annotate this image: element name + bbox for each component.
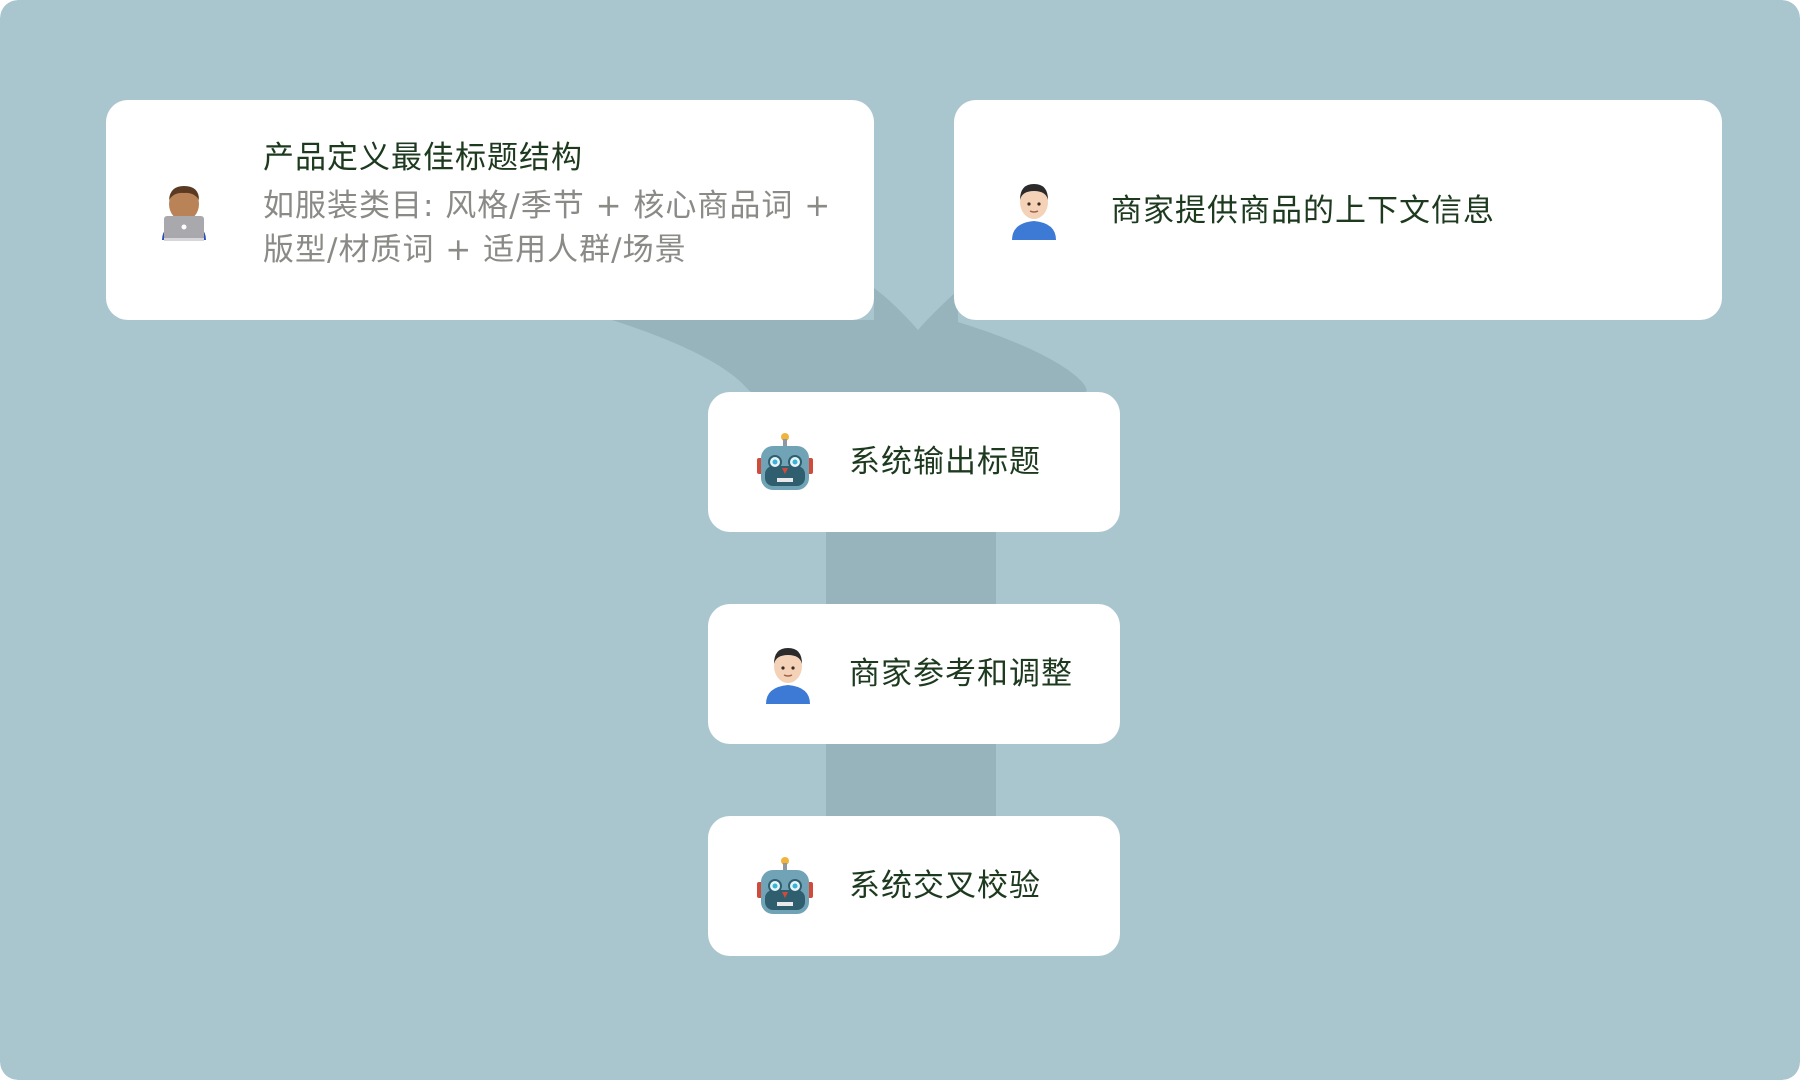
merchant-context-text: 商家提供商品的上下文信息: [1111, 191, 1495, 231]
card-product-definition: 产品定义最佳标题结构 如服装类目: 风格/季节 + 核心商品词 + 版型/材质词…: [106, 100, 874, 320]
card-title: 系统交叉校验: [849, 868, 1041, 904]
card-subtitle: 如服装类目: 风格/季节 + 核心商品词 + 版型/材质词 + 适用人群/场景: [263, 188, 832, 268]
robot-icon: [757, 857, 813, 914]
card-system-verify: 系统交叉校验: [708, 816, 1120, 956]
merchant-adjust-text: 商家参考和调整: [849, 654, 1073, 694]
card-title: 商家提供商品的上下文信息: [1111, 193, 1495, 229]
funnel-connector: [612, 288, 1087, 392]
card-merchant-context: 商家提供商品的上下文信息: [954, 100, 1722, 320]
card-merchant-adjust: 商家参考和调整: [708, 604, 1120, 744]
man-technologist-icon: [162, 186, 206, 241]
card-title: 系统输出标题: [849, 444, 1041, 480]
card-title: 商家参考和调整: [849, 656, 1073, 692]
connector-adjust-to-verify: [826, 744, 996, 816]
card-title: 产品定义最佳标题结构: [263, 140, 583, 176]
man-icon: [766, 648, 810, 704]
system-verify-text: 系统交叉校验: [849, 866, 1041, 906]
card-system-output: 系统输出标题: [708, 392, 1120, 532]
system-output-text: 系统输出标题: [849, 442, 1041, 482]
robot-icon: [757, 433, 813, 490]
man-icon: [1012, 184, 1056, 240]
product-definition-text: 产品定义最佳标题结构 如服装类目: 风格/季节 + 核心商品词 + 版型/材质词…: [263, 138, 853, 272]
connector-output-to-adjust: [826, 532, 996, 604]
